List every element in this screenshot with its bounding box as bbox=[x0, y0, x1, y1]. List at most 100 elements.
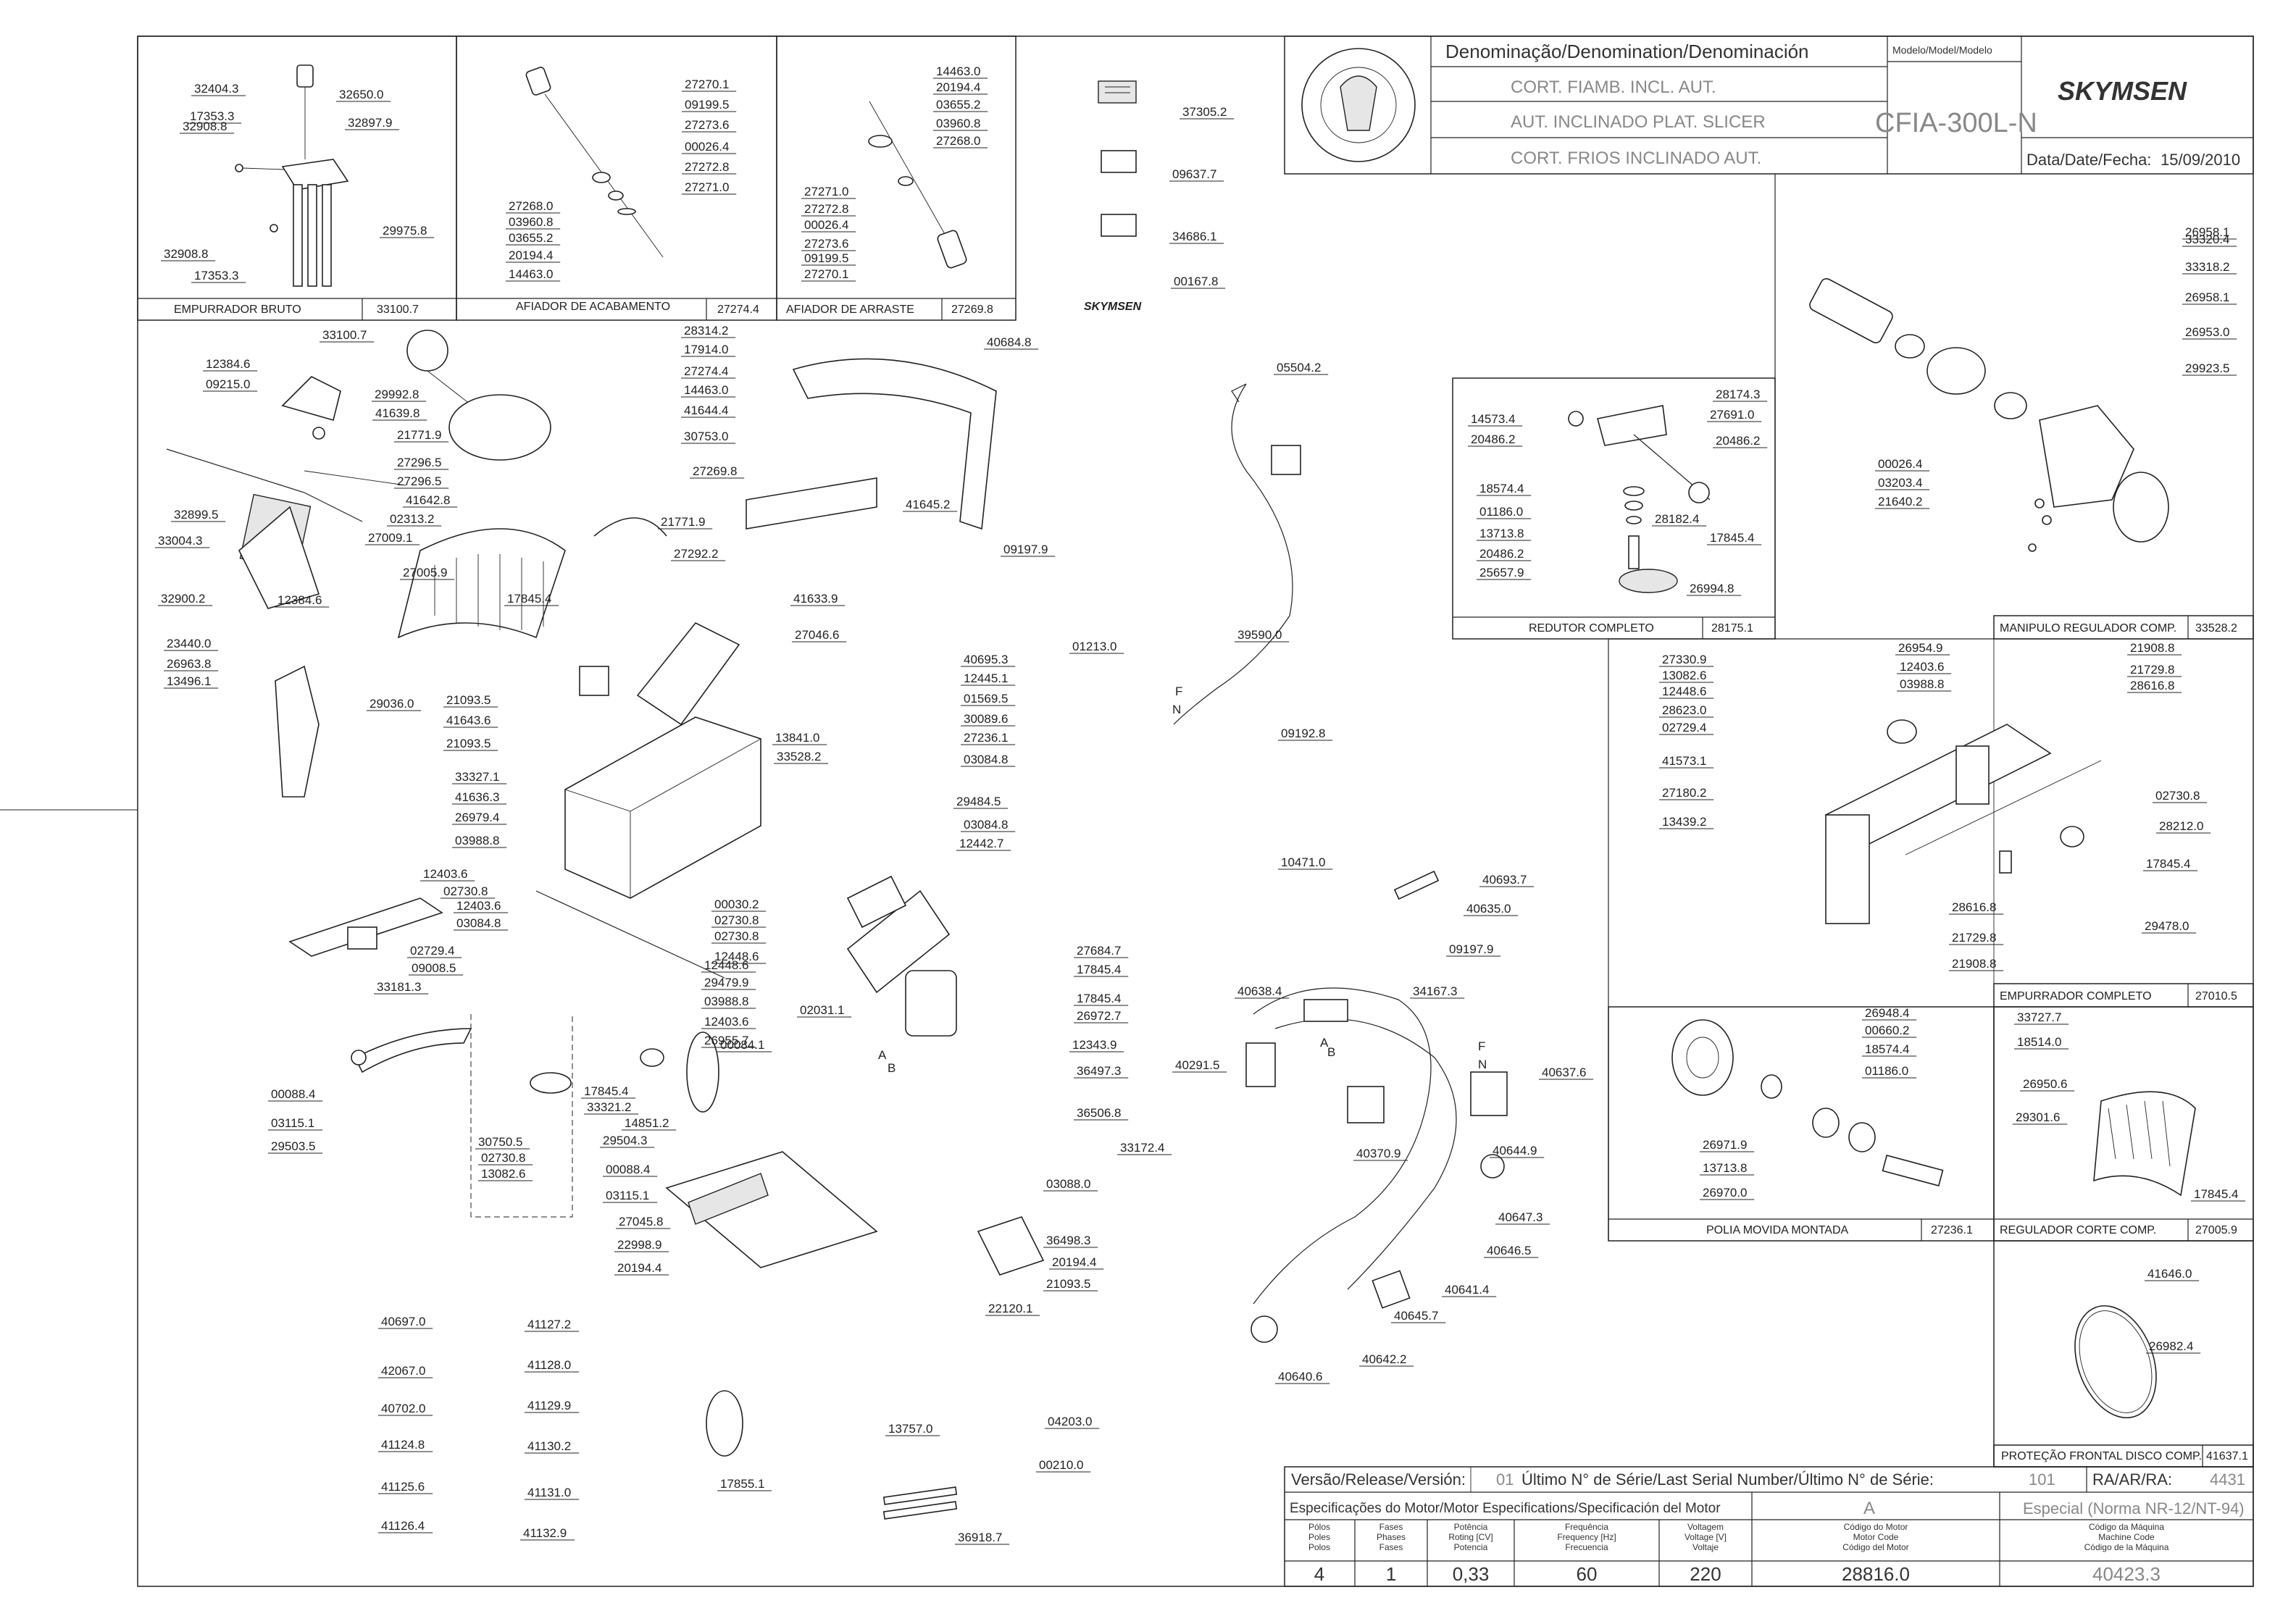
part-number-label: 27691.0 bbox=[1710, 408, 1754, 422]
model-number: CFIA-300L-N bbox=[1875, 108, 2037, 138]
part-number-label: 29504.3 bbox=[603, 1134, 647, 1147]
wire-labels: F N F N A B A B bbox=[878, 685, 1487, 1075]
part-number-label: 30753.0 bbox=[684, 430, 728, 443]
part-number-label: 14463.0 bbox=[509, 267, 553, 281]
part-number-label: 09197.9 bbox=[1003, 543, 1048, 556]
part-number-label: 33321.2 bbox=[587, 1100, 631, 1114]
part-number-label: 40695.3 bbox=[964, 653, 1008, 666]
part-number-label: 40644.9 bbox=[1493, 1144, 1537, 1158]
part-number-label: 32899.5 bbox=[174, 508, 218, 522]
part-number-label: 28623.0 bbox=[1662, 703, 1706, 717]
motor-column-value: 220 bbox=[1690, 1563, 1721, 1585]
part-number-label: 36498.3 bbox=[1046, 1234, 1090, 1247]
motor-column-header: Frecuencia bbox=[1565, 1542, 1608, 1552]
part-number-label: 41639.8 bbox=[375, 406, 419, 420]
motor-column-header: Frequency [Hz] bbox=[1557, 1532, 1616, 1542]
part-number-label: 40702.0 bbox=[381, 1402, 425, 1415]
part-number-label: 41127.2 bbox=[527, 1318, 571, 1331]
part-number-label: 34686.1 bbox=[1172, 230, 1216, 243]
version-value: 01 bbox=[1496, 1470, 1514, 1489]
part-number-label: 26982.4 bbox=[2149, 1339, 2193, 1353]
part-number-label: 09197.9 bbox=[1449, 942, 1493, 956]
part-number-label: 02313.2 bbox=[390, 512, 434, 526]
part-number-label: 26954.9 bbox=[1898, 641, 1942, 655]
part-number-label: 21093.5 bbox=[446, 693, 490, 707]
part-number-label: 40646.5 bbox=[1487, 1244, 1531, 1257]
assembly-code: 28175.1 bbox=[1711, 622, 1753, 635]
motor-column-header: Frequência bbox=[1565, 1522, 1608, 1532]
part-number-label: 27330.9 bbox=[1662, 653, 1706, 666]
motor-column-header: Fases bbox=[1379, 1522, 1403, 1532]
part-number-label: 14463.0 bbox=[936, 64, 980, 78]
part-number-label: 03203.4 bbox=[1878, 476, 1922, 490]
part-number-label: 29036.0 bbox=[370, 697, 414, 711]
motor-column-header: Potencia bbox=[1454, 1542, 1488, 1552]
part-number-label: 41644.4 bbox=[684, 403, 728, 417]
part-number-label: 27292.2 bbox=[674, 547, 718, 561]
part-number-label: 10471.0 bbox=[1281, 855, 1325, 869]
footer-block: Versão/Release/Versión: 01 Último N° de … bbox=[1284, 1466, 2254, 1587]
part-number-label: 40642.2 bbox=[1362, 1352, 1406, 1366]
part-number-label: 09192.8 bbox=[1281, 727, 1325, 740]
decals: SKYMSEN bbox=[1084, 80, 1142, 313]
motor-column-header: Código da Máquina bbox=[2089, 1522, 2164, 1532]
part-number-label: 32908.8 bbox=[164, 247, 208, 261]
part-number-label: 40693.7 bbox=[1482, 873, 1527, 887]
part-number-label: 41636.3 bbox=[455, 790, 499, 804]
part-number-label: 27274.4 bbox=[684, 364, 728, 378]
box-afiador-acabamento: AFIADOR DE ACABAMENTO 27274.4 bbox=[456, 35, 777, 321]
part-number-label: 28616.8 bbox=[1952, 900, 1996, 914]
part-number-label: 17845.4 bbox=[1077, 963, 1121, 976]
motor-column-header: Voltage [V] bbox=[1685, 1532, 1727, 1542]
wire-label-f: F bbox=[1478, 1039, 1485, 1053]
part-number-label: 27180.2 bbox=[1662, 786, 1706, 800]
part-number-label: 00210.0 bbox=[1039, 1458, 1083, 1472]
box-empurrador-completo: EMPURRADOR COMPLETO 27010.5 bbox=[1608, 638, 2254, 1241]
assembly-code: 27010.5 bbox=[2195, 990, 2237, 1003]
assembly-name: PROTEÇÃO FRONTAL DISCO COMP. bbox=[2001, 1448, 2202, 1462]
part-number-label: 26955.7 bbox=[704, 1034, 748, 1047]
part-number-label: 27272.8 bbox=[685, 160, 729, 174]
part-number-label: 33004.3 bbox=[158, 534, 202, 548]
part-number-label: 04203.0 bbox=[1048, 1415, 1092, 1428]
part-number-label: 27684.7 bbox=[1077, 944, 1121, 958]
part-number-label: 13757.0 bbox=[888, 1422, 932, 1436]
assembly-code: 27274.4 bbox=[717, 304, 759, 316]
part-number-label: 00026.4 bbox=[1878, 457, 1922, 471]
switch-lead-b: B bbox=[1327, 1045, 1335, 1059]
part-number-label: 23440.0 bbox=[167, 637, 211, 650]
part-number-label: 21908.8 bbox=[1952, 957, 1996, 971]
assembly-name: MANIPULO REGULADOR COMP. bbox=[2000, 622, 2176, 635]
part-number-label: 12442.7 bbox=[959, 837, 1003, 850]
part-number-label: 03988.8 bbox=[455, 834, 499, 847]
part-number-label: 09199.5 bbox=[804, 251, 848, 265]
motor-column-header: Voltagem bbox=[1687, 1522, 1724, 1532]
part-number-label: 33320.4 bbox=[2185, 233, 2229, 246]
part-number-label: 17845.4 bbox=[2146, 857, 2190, 871]
part-number-label: 29503.5 bbox=[271, 1139, 315, 1153]
part-number-label: 03115.1 bbox=[606, 1189, 649, 1202]
part-number-label: 27005.9 bbox=[403, 566, 447, 579]
part-number-label: 02730.8 bbox=[2155, 789, 2200, 803]
part-number-label: 18514.0 bbox=[2017, 1035, 2061, 1049]
part-number-label: 13713.8 bbox=[1479, 527, 1524, 540]
motor-column-header: Código de la Máquina bbox=[2084, 1542, 2169, 1552]
assembly-name: EMPURRADOR BRUTO bbox=[174, 304, 301, 316]
assembly-name: REDUTOR COMPLETO bbox=[1529, 622, 1654, 635]
part-number-label: 29484.5 bbox=[956, 795, 1001, 808]
part-number-label: 41132.9 bbox=[523, 1526, 567, 1540]
part-number-label: 32897.9 bbox=[348, 116, 392, 130]
part-number-label: 17855.1 bbox=[720, 1477, 764, 1491]
part-number-label: 37305.2 bbox=[1182, 105, 1227, 119]
part-number-label: 40640.6 bbox=[1278, 1370, 1322, 1384]
box-regulador-corte: REGULADOR CORTE COMP. 27005.9 bbox=[1993, 1006, 2254, 1242]
part-number-label: 42067.0 bbox=[381, 1364, 425, 1378]
part-number-label: 13082.6 bbox=[1662, 669, 1706, 682]
part-number-label: 32900.2 bbox=[161, 592, 205, 606]
assembly-code: 27269.8 bbox=[951, 304, 993, 316]
part-number-label: 17845.4 bbox=[1077, 992, 1121, 1005]
part-number-label: 34167.3 bbox=[1413, 984, 1457, 998]
assembly-name: POLIA MOVIDA MONTADA bbox=[1706, 1224, 1849, 1236]
part-number-label: 01186.0 bbox=[1479, 505, 1523, 519]
